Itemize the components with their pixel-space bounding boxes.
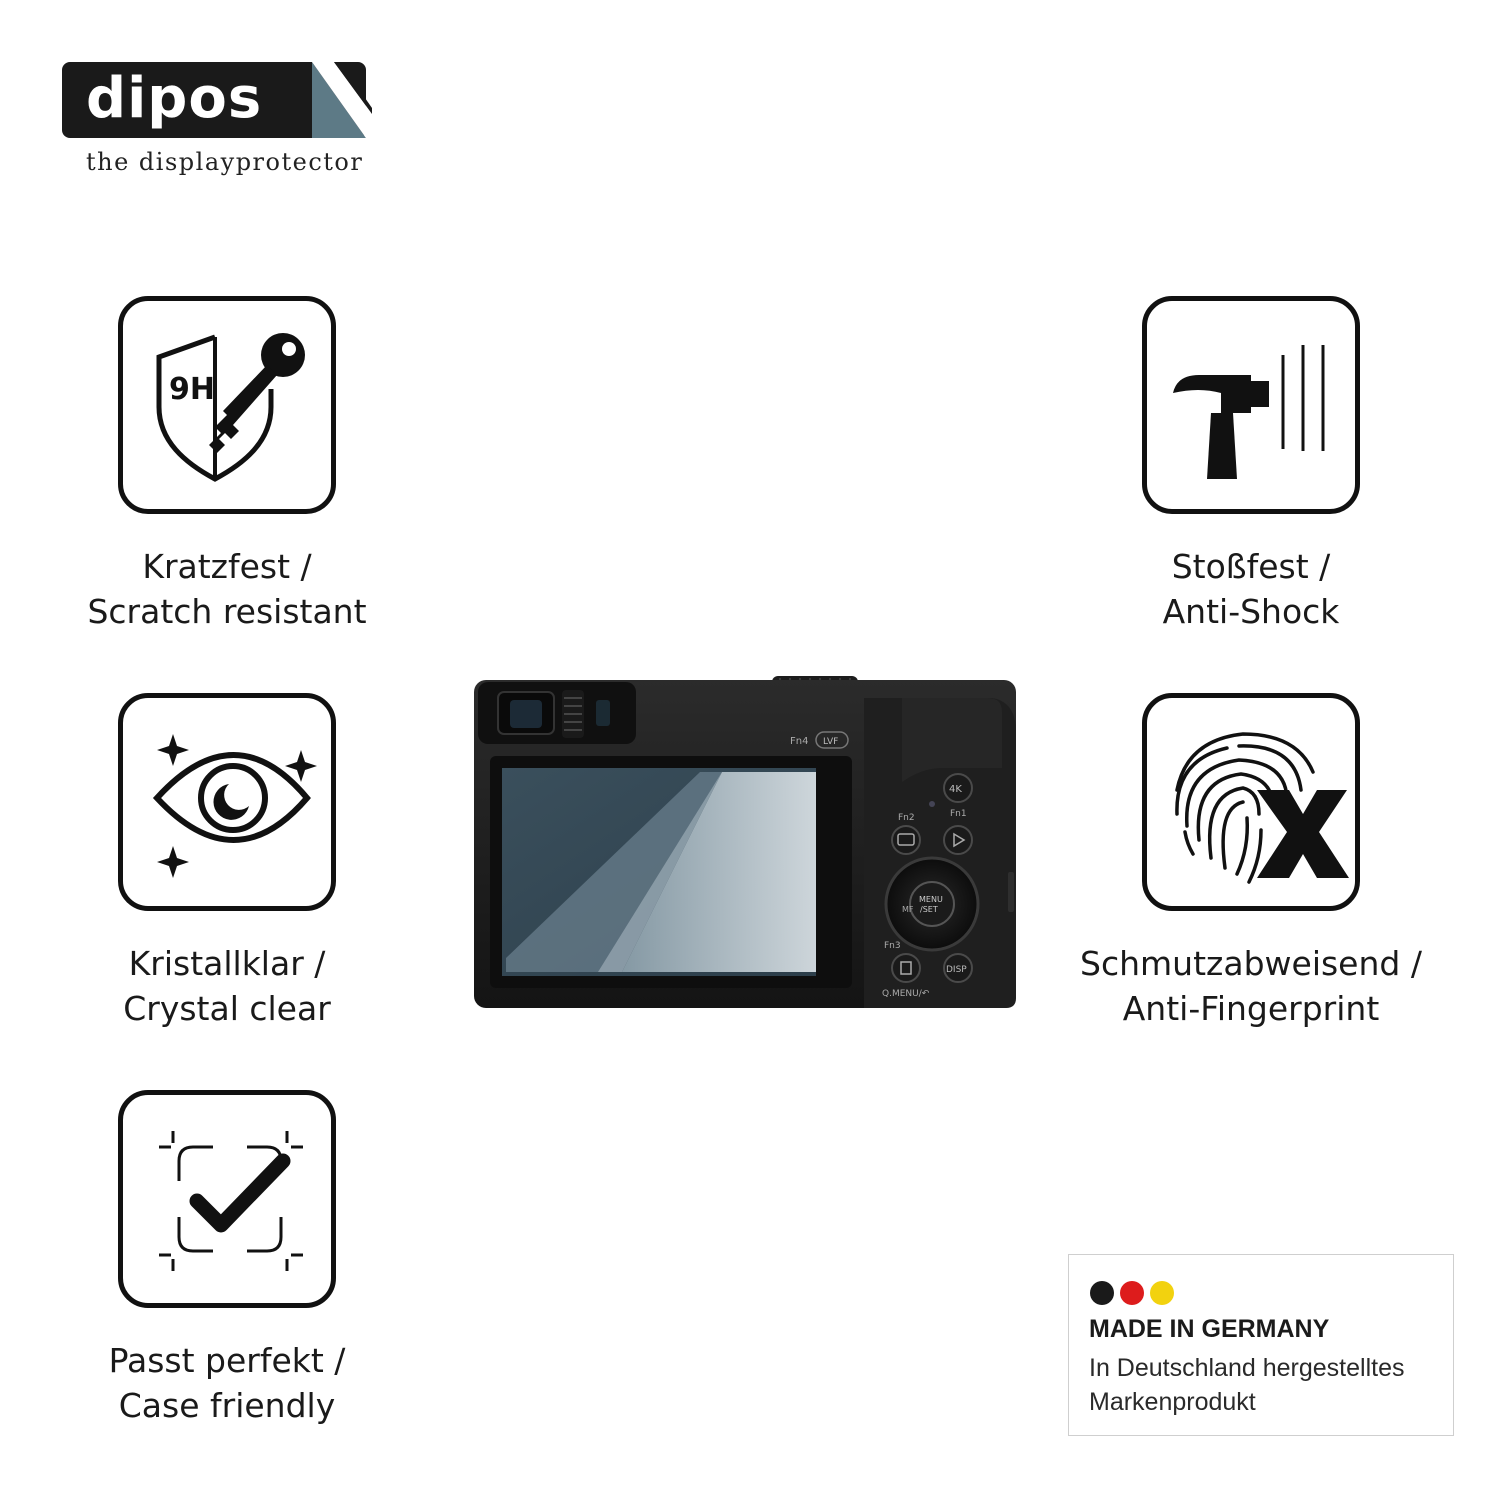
qmenu-label: Q.MENU/↶: [882, 989, 930, 999]
label-en: Anti-Shock: [1162, 592, 1340, 631]
feature-case-friendly: Passt perfekt / Case friendly: [27, 1090, 427, 1428]
feature-icon-frame: [118, 693, 336, 911]
eye-sparkle-icon: [152, 734, 317, 878]
fingerprint-x-icon: [1175, 732, 1349, 884]
feature-label: Passt perfekt / Case friendly: [27, 1338, 427, 1428]
feature-icon-frame: 9H: [118, 296, 336, 514]
subtitle-line: Markenprodukt: [1089, 1388, 1256, 1416]
set-label: /SET: [920, 905, 938, 914]
made-in-germany-subtitle: In Deutschland hergestelltes Markenprodu…: [1089, 1351, 1404, 1419]
label-de: Schmutzabweisend /: [1080, 944, 1422, 983]
label-en: Crystal clear: [123, 989, 331, 1028]
label-de: Passt perfekt /: [108, 1341, 346, 1380]
feature-icon-frame: [1142, 693, 1360, 911]
subtitle-line: In Deutschland hergestelltes: [1089, 1354, 1405, 1382]
peel-corner-icon: [312, 62, 372, 138]
4k-button-label: 4K: [949, 784, 962, 795]
made-in-germany-title: MADE IN GERMANY: [1089, 1315, 1330, 1343]
camera-back-image: Fn4 LVF 4K Fn2 Fn1 MENU /SET MF Fn3 DISP…: [474, 676, 1016, 1008]
camera-illustration: Fn4 LVF 4K Fn2 Fn1 MENU /SET MF Fn3 DISP…: [472, 672, 1018, 1016]
brand-tagline: the displayprotector: [86, 148, 364, 176]
menu-label: MENU: [919, 895, 943, 904]
label-en: Case friendly: [118, 1386, 336, 1425]
feature-scratch-resistant: 9H Kratzfest / Scratch resistant: [27, 296, 427, 634]
fn2-label: Fn2: [898, 813, 915, 823]
feature-label: Kratzfest / Scratch resistant: [27, 544, 427, 634]
feature-label: Stoßfest / Anti-Shock: [1051, 544, 1451, 634]
fn1-label: Fn1: [950, 809, 967, 819]
brand-name: dipos: [86, 66, 263, 131]
feature-icon-frame: [118, 1090, 336, 1308]
feature-crystal-clear: Kristallklar / Crystal clear: [27, 693, 427, 1031]
feature-icon-frame: [1142, 296, 1360, 514]
label-de: Stoßfest /: [1171, 547, 1331, 586]
disp-label: DISP: [946, 965, 967, 975]
shield-9h-key-icon: 9H: [156, 333, 305, 482]
label-de: Kristallklar /: [128, 944, 326, 983]
lvf-label: LVF: [823, 737, 838, 747]
feature-label: Schmutzabweisend / Anti-Fingerprint: [1051, 941, 1451, 1031]
feature-label: Kristallklar / Crystal clear: [27, 941, 427, 1031]
hammer-icon: [1173, 345, 1325, 479]
german-flag-dots-icon: [1090, 1281, 1174, 1305]
fn4-label: Fn4: [790, 736, 808, 747]
label-de: Kratzfest /: [142, 547, 312, 586]
hardness-badge: 9H: [169, 372, 215, 407]
mf-label: MF: [902, 905, 914, 914]
made-in-germany-badge: MADE IN GERMANY In Deutschland hergestel…: [1068, 1254, 1454, 1436]
label-en: Anti-Fingerprint: [1122, 989, 1380, 1028]
fn3-label: Fn3: [884, 941, 901, 951]
checkmark-frame-icon: [159, 1131, 303, 1271]
feature-anti-shock: Stoßfest / Anti-Shock: [1051, 296, 1451, 634]
label-en: Scratch resistant: [87, 592, 367, 631]
feature-anti-fingerprint: Schmutzabweisend / Anti-Fingerprint: [1051, 693, 1451, 1031]
